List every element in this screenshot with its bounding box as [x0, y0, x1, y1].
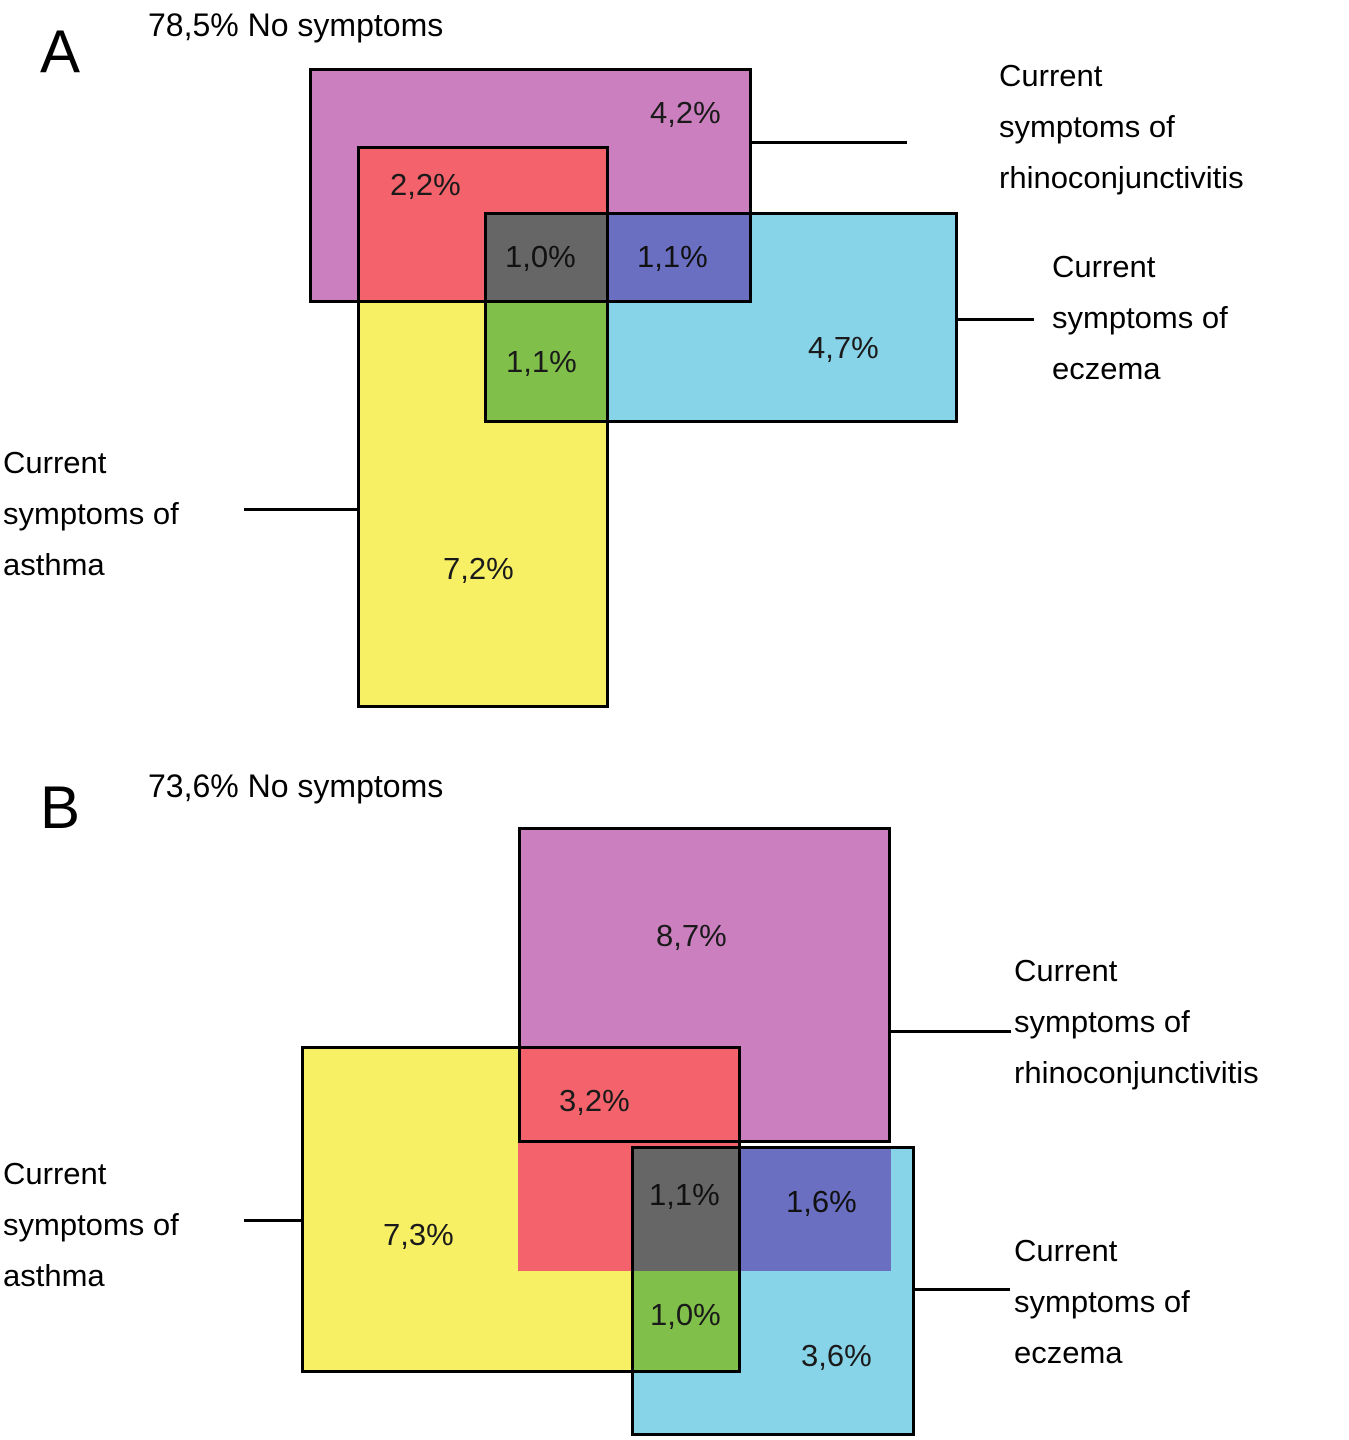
- panel-a-overlap-asthma-eczema: [484, 303, 609, 423]
- panel-b-border-rhinoconjunctivitis: [518, 827, 891, 1143]
- panel-a-overlap-rhino-eczema: [609, 212, 752, 303]
- panel-b-label-rhino-line3: rhinoconjunctivitis: [1014, 1055, 1259, 1090]
- panel-b-label-asthma-line2: symptoms of: [3, 1207, 179, 1242]
- panel-a-border-asthma: [357, 146, 609, 708]
- panel-a-label-rhino-line2: symptoms of: [999, 109, 1175, 144]
- panel-a-label-eczema-line3: eczema: [1052, 351, 1161, 386]
- panel-b-value-eczema-only: 3,6%: [801, 1338, 872, 1373]
- panel-a-label-rhino-line3: rhinoconjunctivitis: [999, 160, 1244, 195]
- panel-b-overlap-asthma-eczema: [631, 1271, 741, 1373]
- panel-b-value-rhino-only: 8,7%: [656, 918, 727, 953]
- panel-b-value-asthma-only: 7,3%: [383, 1217, 454, 1252]
- panel-a-value-asthma-only: 7,2%: [443, 551, 514, 586]
- panel-a-leader-rhinoconjunctivitis: [752, 141, 907, 144]
- panel-a-value-eczema-only: 4,7%: [808, 330, 879, 365]
- panel-a-border-rhinoconjunctivitis: [309, 68, 752, 303]
- panel-b-value-asthma-eczema: 1,0%: [650, 1297, 721, 1332]
- panel-a-leader-eczema: [958, 318, 1034, 321]
- panel-a-label-eczema-line2: symptoms of: [1052, 300, 1228, 335]
- panel-a-value-all-three: 1,0%: [505, 239, 576, 274]
- panel-a-label-asthma-line1: Current: [3, 445, 107, 480]
- panel-a-overlap-all-three: [484, 212, 609, 303]
- panel-b-label-asthma-line3: asthma: [3, 1258, 105, 1293]
- panel-b-border-eczema: [631, 1146, 915, 1436]
- panel-b-leader-asthma: [244, 1219, 301, 1222]
- panel-b-border-asthma: [301, 1046, 741, 1373]
- panel-b-label-eczema-line1: Current: [1014, 1233, 1118, 1268]
- panel-b-label-eczema-line2: symptoms of: [1014, 1284, 1190, 1319]
- panel-b-label-rhino-line1: Current: [1014, 953, 1118, 988]
- panel-a-label-asthma-line2: symptoms of: [3, 496, 179, 531]
- panel-a-label-asthma-line3: asthma: [3, 547, 105, 582]
- panel-a-value-asthma-eczema: 1,1%: [506, 344, 577, 379]
- panel-a-no-symptoms-label: 78,5% No symptoms: [148, 7, 444, 43]
- panel-a-value-rhino-eczema: 1,1%: [637, 239, 708, 274]
- panel-b-overlap-all-three: [631, 1146, 741, 1271]
- panel-b-letter: B: [40, 774, 81, 841]
- panel-a-label-rhino-line1: Current: [999, 58, 1103, 93]
- panel-b-label-rhino-line2: symptoms of: [1014, 1004, 1190, 1039]
- panel-a-border-eczema: [484, 212, 958, 423]
- panel-b-leader-rhinoconjunctivitis: [891, 1030, 1011, 1033]
- panel-a-value-rhino-only: 4,2%: [650, 95, 721, 130]
- panel-b-value-all-three: 1,1%: [649, 1177, 720, 1212]
- panel-a-value-rhino-asthma: 2,2%: [390, 167, 461, 202]
- panel-b-label-asthma-line1: Current: [3, 1156, 107, 1191]
- panel-b-no-symptoms-label: 73,6% No symptoms: [148, 768, 444, 804]
- panel-b-label-eczema-line3: eczema: [1014, 1335, 1123, 1370]
- panel-b-overlap-rhino-eczema: [741, 1146, 891, 1271]
- panel-b-value-rhino-asthma: 3,2%: [559, 1083, 630, 1118]
- panel-a-leader-asthma: [244, 508, 357, 511]
- panel-b-leader-eczema: [915, 1288, 1010, 1291]
- panel-a-label-eczema-line1: Current: [1052, 249, 1156, 284]
- panel-a-letter: A: [40, 18, 81, 85]
- panel-b-value-rhino-eczema: 1,6%: [786, 1184, 857, 1219]
